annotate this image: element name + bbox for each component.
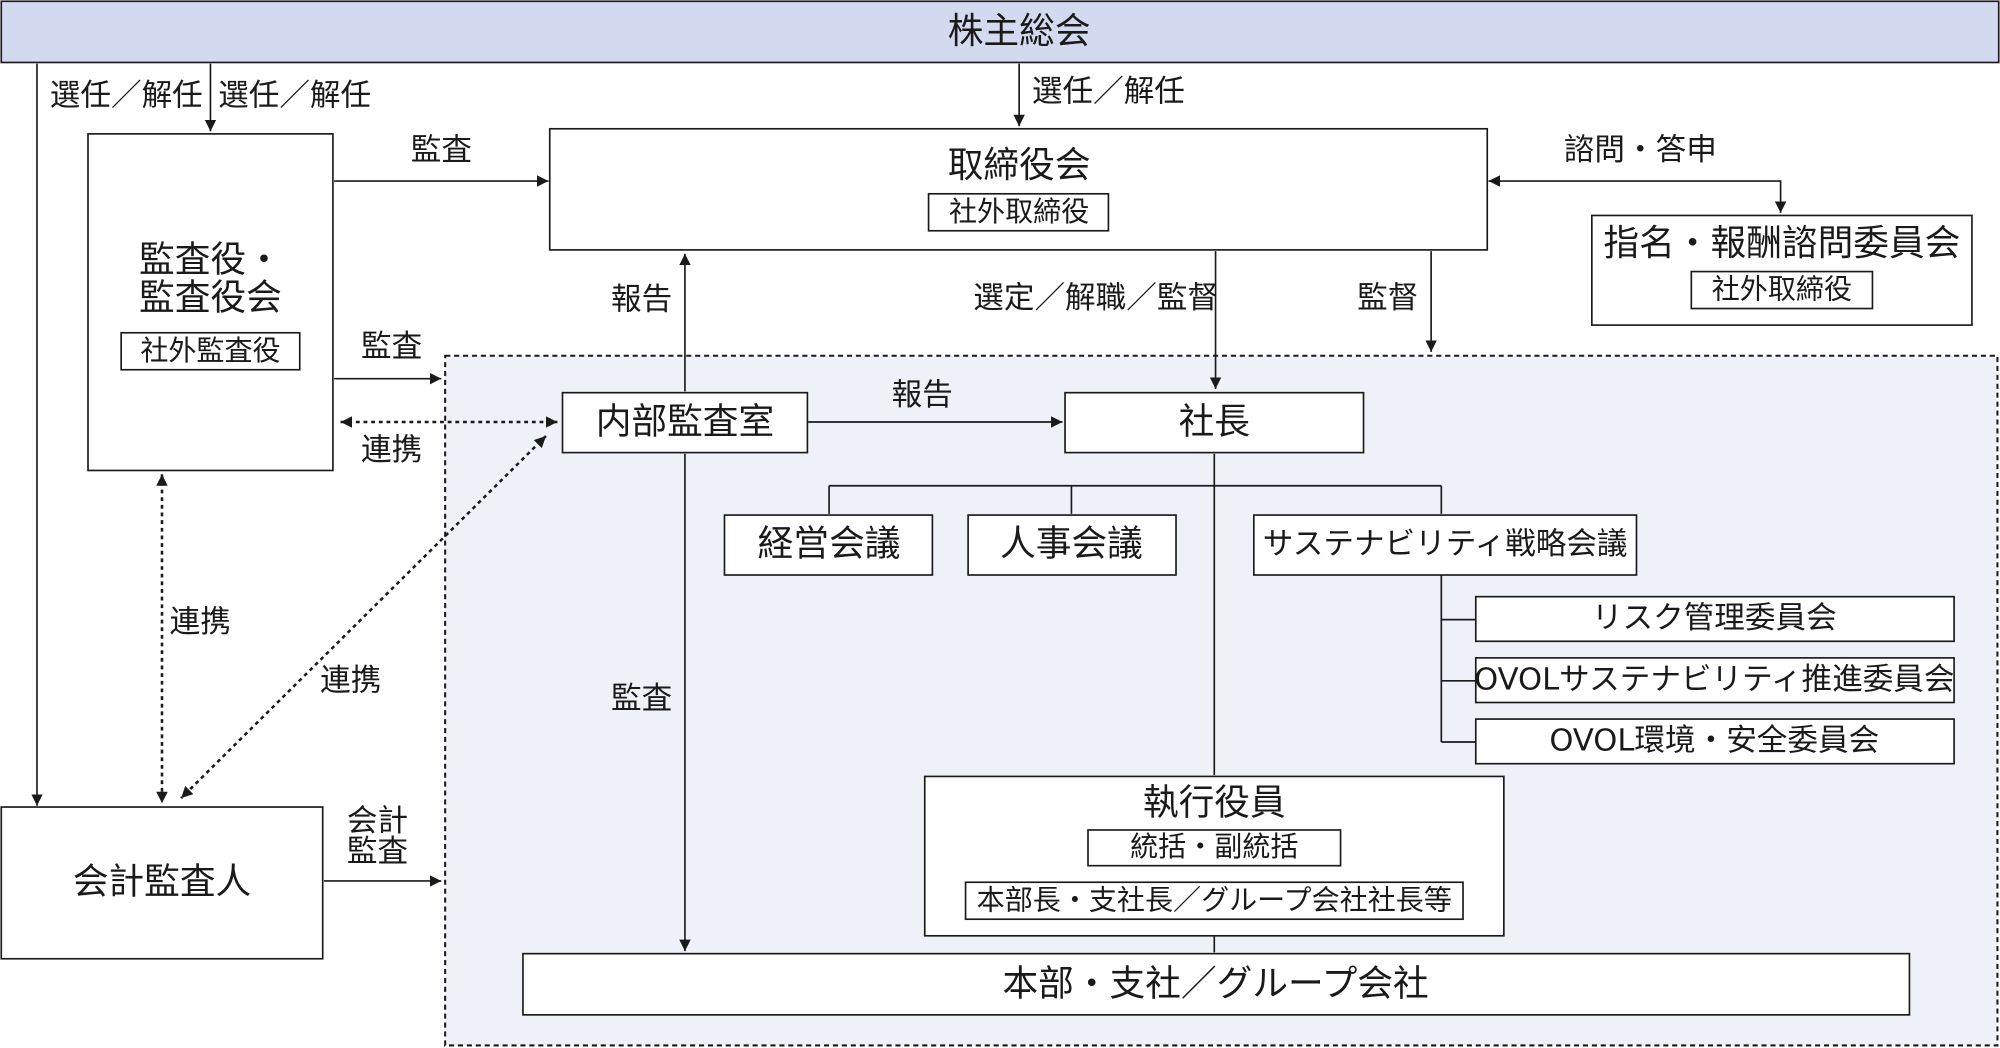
auditors-outside-label: 社外監査役 <box>140 334 280 367</box>
sustainability-committee-box: OVOLサステナビリティ推進委員会 <box>1474 657 1955 704</box>
hr-meeting-label: 人事会議 <box>1000 524 1143 565</box>
nomination-committee-box: 指名・報酬諮問委員会 社外取締役 <box>1591 214 1973 326</box>
sustainability-committee-label: OVOLサステナビリティ推進委員会 <box>1474 662 1954 697</box>
divisions-label: 本部・支社／グループ会社 <box>1002 964 1428 1005</box>
label-elect-dismiss-1: 選任／解任 <box>50 78 203 113</box>
internal-audit-box: 内部監査室 <box>561 391 809 454</box>
arrow-consult <box>1488 175 1787 213</box>
nomination-label: 指名・報酬諮問委員会 <box>1603 223 1960 264</box>
shareholders-label: 株主総会 <box>948 11 1091 52</box>
executive-officers-box: 執行役員 統括・副統括 本部長・支社長／グループ会社社長等 <box>923 775 1505 937</box>
nomination-outside-label: 社外取締役 <box>1712 273 1852 306</box>
auditors-label-2: 監査役会 <box>139 278 282 319</box>
board-box: 取締役会 社外取締役 <box>548 127 1489 251</box>
sustainability-meeting-box: サステナビリティ戦略会議 <box>1252 514 1638 576</box>
internal-audit-label: 内部監査室 <box>596 401 774 442</box>
connectors <box>31 63 1787 953</box>
board-outside-label: 社外取締役 <box>949 195 1089 228</box>
label-elect-dismiss-2: 選任／解任 <box>218 78 371 113</box>
label-supervise: 監督 <box>1357 281 1418 316</box>
label-coop-internal: 連携 <box>361 433 422 468</box>
exec-sub2-label: 本部長・支社長／グループ会社社長等 <box>977 883 1452 916</box>
label-audit-board: 監査 <box>411 133 472 168</box>
divisions-box: 本部・支社／グループ会社 <box>522 952 1911 1016</box>
accounting-auditor-label: 会計監査人 <box>73 862 251 903</box>
env-safety-committee-label: OVOL環境・安全委員会 <box>1549 724 1879 759</box>
label-consult: 諮問・答申 <box>1564 133 1717 168</box>
management-meeting-box: 経営会議 <box>723 514 934 576</box>
label-accounting-audit-1: 会計 <box>347 804 408 839</box>
label-audit-internal: 監査 <box>611 681 672 716</box>
label-appoint-supervise: 選定／解職／監督 <box>973 281 1218 316</box>
risk-committee-label: リスク管理委員会 <box>1592 601 1837 636</box>
connector-labels: 選任／解任 選任／解任 選任／解任 監査 諮問・答申 報告 選定／解職／監督 監… <box>50 75 1717 870</box>
label-accounting-audit-2: 監査 <box>347 834 408 869</box>
risk-committee-box: リスク管理委員会 <box>1474 595 1955 643</box>
management-meeting-label: 経営会議 <box>758 524 901 565</box>
auditors-label-1: 監査役・ <box>139 239 282 280</box>
hr-meeting-box: 人事会議 <box>967 514 1177 576</box>
sustainability-meeting-label: サステナビリティ戦略会議 <box>1263 527 1628 562</box>
env-safety-committee-box: OVOL環境・安全委員会 <box>1474 718 1955 765</box>
label-coop-accounting: 連携 <box>170 605 231 640</box>
label-report-to-board: 報告 <box>611 282 672 317</box>
label-audit-management: 監査 <box>361 330 422 365</box>
accounting-auditor-box: 会計監査人 <box>0 806 324 960</box>
exec-sub1-label: 統括・副統括 <box>1130 830 1298 863</box>
president-label: 社長 <box>1179 401 1250 442</box>
president-box: 社長 <box>1064 391 1365 454</box>
label-coop-diagonal: 連携 <box>320 664 381 699</box>
arrow-coop-diagonal <box>180 435 547 800</box>
board-label: 取締役会 <box>948 145 1091 186</box>
auditors-box: 監査役・ 監査役会 社外監査役 <box>87 133 334 472</box>
shareholders-box: 株主総会 <box>0 0 2000 64</box>
label-report-to-president: 報告 <box>892 378 953 413</box>
executive-officers-label: 執行役員 <box>1143 782 1286 823</box>
label-elect-dismiss-3: 選任／解任 <box>1032 75 1185 110</box>
